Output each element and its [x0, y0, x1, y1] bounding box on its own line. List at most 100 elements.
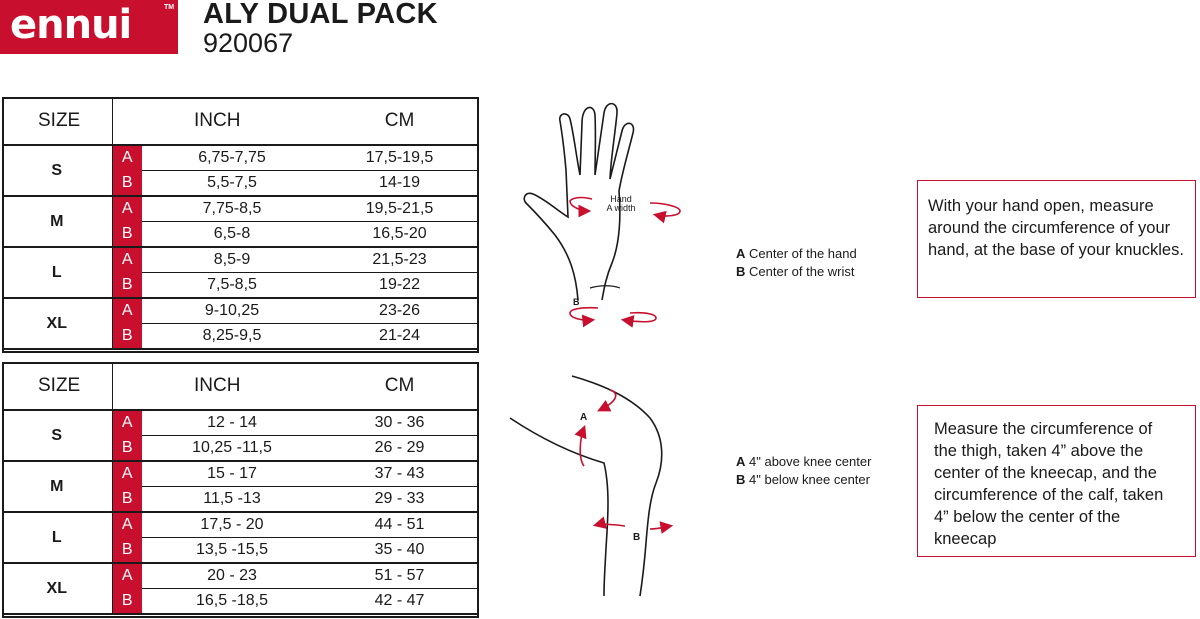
cm-header: CM — [322, 97, 478, 146]
inch-cell: 5,5-7,5 — [142, 170, 323, 197]
hand-legend: A Center of the hand B Center of the wri… — [736, 245, 857, 281]
cm-cell: 26 - 29 — [322, 435, 478, 462]
brand-trademark: TM — [164, 4, 175, 11]
cm-cell: 29 - 33 — [322, 486, 478, 513]
inch-cell: 13,5 -15,5 — [142, 537, 323, 564]
measure-letter-cell: A — [112, 563, 142, 589]
measure-letter-cell: A — [112, 145, 142, 171]
wrist-measure-arrow-b2 — [620, 311, 657, 328]
size-cell: S — [2, 145, 113, 197]
hand-measure-arrow-a2 — [649, 202, 681, 224]
size-cell: L — [2, 247, 113, 299]
inch-header: INCH — [112, 97, 323, 146]
size-header: SIZE — [2, 362, 113, 411]
inch-cell: 6,75-7,75 — [142, 145, 323, 171]
inch-cell: 10,25 -11,5 — [142, 435, 323, 462]
brand-logo: ennui TM — [0, 0, 178, 54]
inch-header: INCH — [112, 362, 323, 411]
inch-cell: 20 - 23 — [142, 563, 323, 589]
knee-instruction-box: Measure the circumference of the thigh, … — [917, 405, 1196, 557]
size-cell: M — [2, 461, 113, 513]
cm-header: CM — [322, 362, 478, 411]
cm-cell: 23-26 — [322, 298, 478, 324]
product-code: 920067 — [203, 28, 294, 58]
leg-outline-knee — [571, 375, 663, 597]
brand-logo-text: ennui — [10, 2, 132, 48]
measure-letter-cell: B — [112, 323, 142, 350]
size-header: SIZE — [2, 97, 113, 146]
leg-outline-top — [509, 417, 609, 597]
wrist-measure-arrow-b — [569, 306, 599, 328]
measure-letter-cell: B — [112, 272, 142, 299]
inch-cell: 17,5 - 20 — [142, 512, 323, 538]
cm-cell: 19,5-21,5 — [322, 196, 478, 222]
hand-measure-arrow-a — [569, 196, 593, 218]
inch-cell: 9-10,25 — [142, 298, 323, 324]
calf-arrow-b2 — [649, 521, 674, 534]
measure-letter-cell: A — [112, 410, 142, 436]
size-cell: XL — [2, 298, 113, 350]
size-cell: S — [2, 410, 113, 462]
palm-crease — [589, 285, 621, 289]
inch-cell: 8,5-9 — [142, 247, 323, 273]
knee-legend: A 4" above knee center B 4" below knee c… — [736, 453, 871, 489]
inch-cell: 7,5-8,5 — [142, 272, 323, 299]
size-cell: L — [2, 512, 113, 564]
wrist-marker-b: B — [573, 297, 580, 307]
hand-instruction-box: With your hand open, measure around the … — [917, 180, 1196, 298]
calf-arrow-b — [592, 516, 626, 529]
inch-cell: 12 - 14 — [142, 410, 323, 436]
measure-letter-cell: A — [112, 461, 142, 487]
cm-cell: 51 - 57 — [322, 563, 478, 589]
inch-cell: 6,5-8 — [142, 221, 323, 248]
measure-letter-cell: B — [112, 435, 142, 462]
inch-cell: 15 - 17 — [142, 461, 323, 487]
hand-illustration: Hand A width B — [523, 102, 681, 328]
cm-cell: 16,5-20 — [322, 221, 478, 248]
hand-legend-a: A Center of the hand — [736, 246, 857, 261]
measure-letter-cell: A — [112, 512, 142, 538]
measure-letter-cell: A — [112, 298, 142, 324]
knee-legend-a: A 4" above knee center — [736, 454, 872, 469]
knee-legend-b: B 4" below knee center — [736, 472, 870, 487]
cm-cell: 19-22 — [322, 272, 478, 299]
cm-cell: 37 - 43 — [322, 461, 478, 487]
cm-cell: 42 - 47 — [322, 588, 478, 615]
cm-cell: 14-19 — [322, 170, 478, 197]
measure-letter-cell: A — [112, 196, 142, 222]
thigh-arrow-a — [597, 389, 617, 412]
knee-marker-a: A — [580, 412, 587, 423]
size-cell: M — [2, 196, 113, 248]
cm-cell: 35 - 40 — [322, 537, 478, 564]
measure-letter-cell: B — [112, 221, 142, 248]
hand-outline — [523, 102, 635, 301]
hand-width-label: A width — [606, 203, 635, 213]
inch-cell: 8,25-9,5 — [142, 323, 323, 350]
inch-cell: 7,75-8,5 — [142, 196, 323, 222]
inch-cell: 16,5 -18,5 — [142, 588, 323, 615]
measure-letter-cell: B — [112, 537, 142, 564]
knee-instruction: Measure the circumference of the thigh, … — [934, 420, 1164, 548]
knee-marker-b: B — [633, 532, 640, 543]
cm-cell: 30 - 36 — [322, 410, 478, 436]
hand-label: Hand — [610, 194, 632, 204]
size-cell: XL — [2, 563, 113, 615]
measure-letter-cell: A — [112, 247, 142, 273]
cm-cell: 44 - 51 — [322, 512, 478, 538]
